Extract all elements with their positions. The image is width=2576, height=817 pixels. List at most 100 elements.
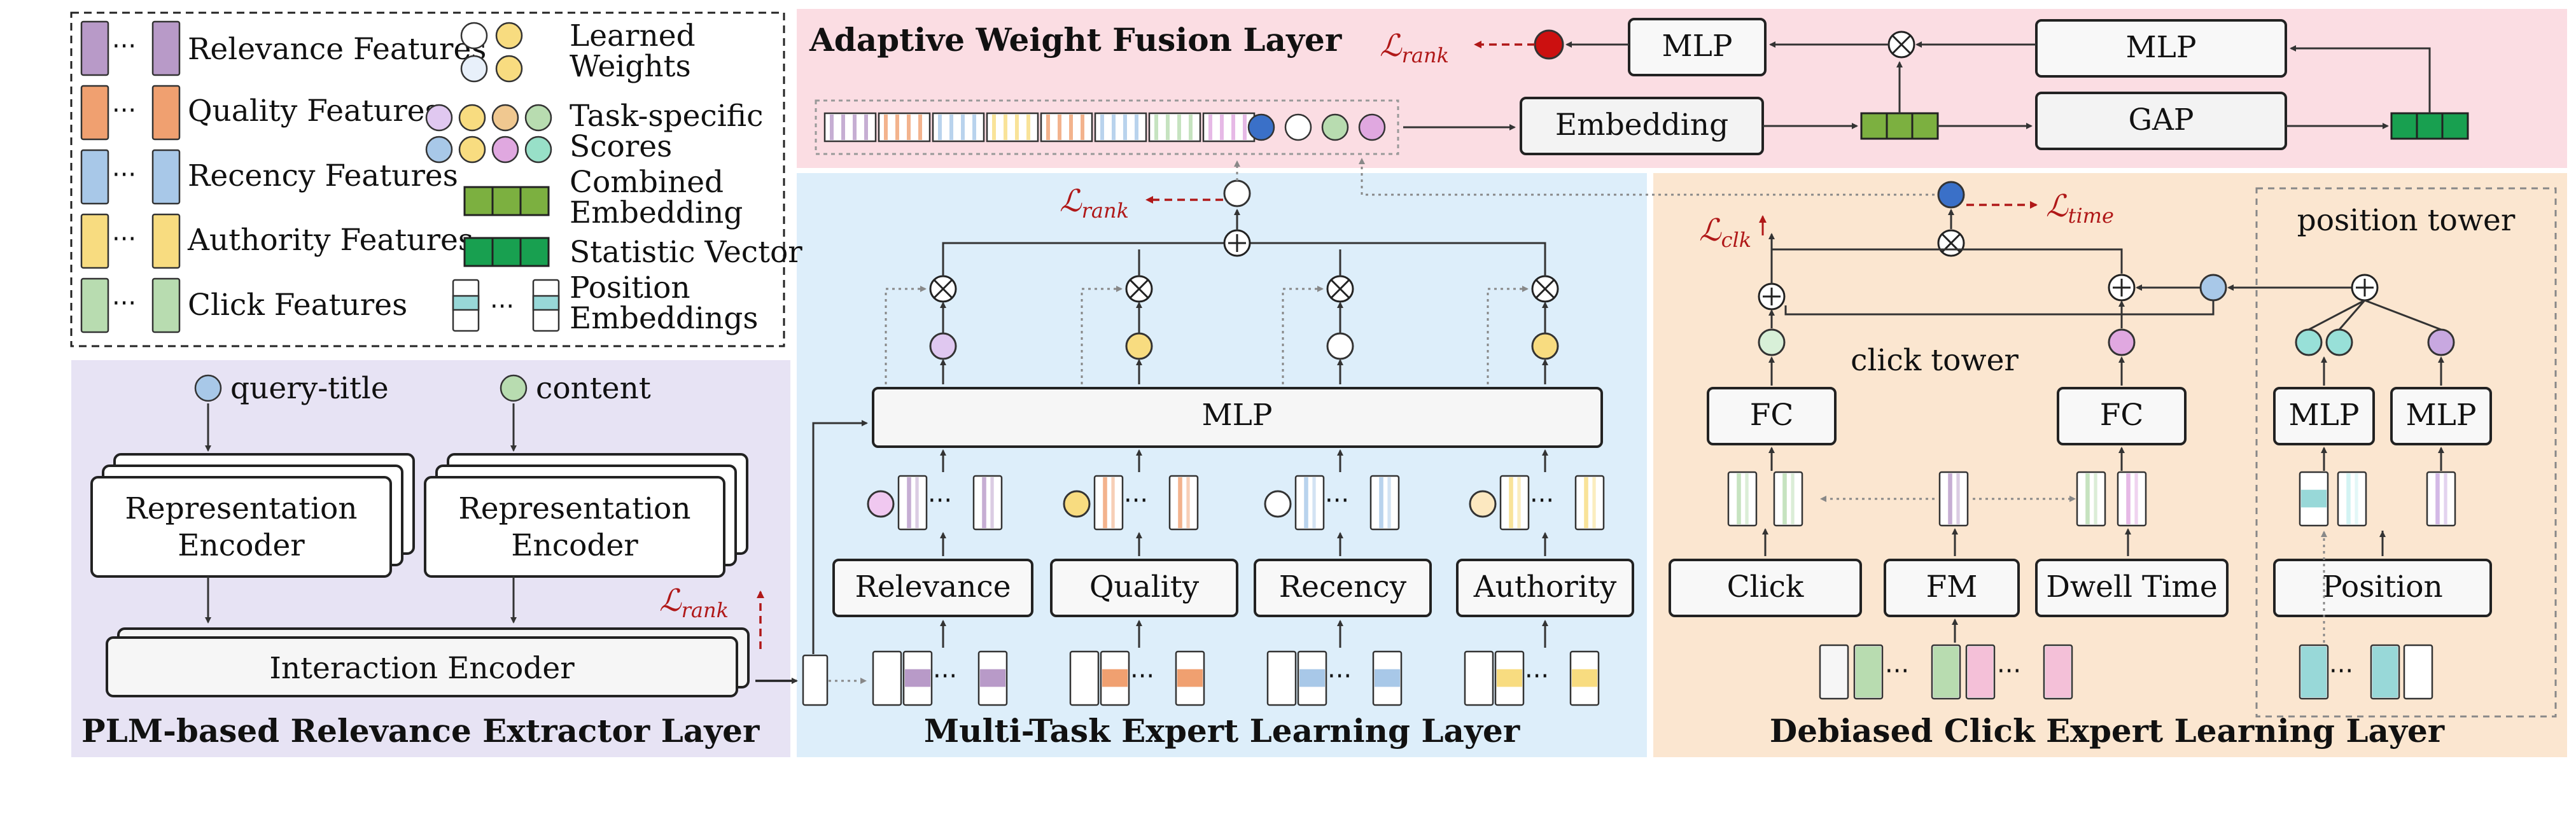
legend-position-embeddings-icon: ··· [452,279,560,332]
fusion-concatenated-features [823,112,1256,143]
dwell-tower-vector-2 [2117,471,2147,527]
click-tower-vector-1 [1727,471,1758,527]
legend-relevance-vector: ··· [80,20,181,76]
legend-learned-weights-label-1: Learned [570,18,696,53]
expert-weight-1 [867,490,895,518]
ellipsis: ··· [1327,662,1352,691]
expert-block-4 [1456,559,1634,617]
expert-block-1 [832,559,1033,617]
legend-recency-vector: ··· [80,149,181,205]
expert-embed-a-3 [1294,475,1325,531]
position-bias-score [2199,274,2227,302]
legend-position-embeddings-label-2: Embeddings [570,301,758,336]
ellipsis: ··· [112,96,136,125]
expert-input-feat-a-2 [1100,650,1130,706]
position-input-3 [2403,644,2433,700]
debias-layer-title: Debiased Click Expert Learning Layer [1770,712,2445,750]
ellipsis: ··· [1997,657,2021,686]
fusion-output-score [1534,29,1564,60]
expert-input-blank-4 [1464,650,1494,706]
expert-authority: Authority··· [1456,249,1634,648]
position-score-2 [2325,328,2353,356]
concat-feature-5 [1040,112,1093,143]
representation-encoder-right-line1: Representation [458,491,690,526]
concat-score-1 [1284,113,1312,141]
content-input-dot [500,374,528,402]
concat-time-score [1247,113,1275,141]
query-title-input-label: query-title [230,371,389,406]
ellipsis: ··· [1130,662,1154,691]
expert-input-blank-1 [872,650,902,706]
concat-feature-6 [1094,112,1147,143]
click-fc-label: FC [1750,398,1794,433]
ellipsis: ··· [1885,657,1909,686]
expert-input-feat-b-2 [1175,650,1205,706]
expert-input-1: ··· [872,650,1008,706]
multitask-mlp-label: MLP [1202,398,1273,433]
multitask-layer-title: Multi-Task Expert Learning Layer [924,712,1520,750]
position-mlp-vector-3 [2426,471,2456,527]
position-tower-box [2255,187,2557,718]
debias-tower-vectors [1727,471,2456,527]
fusion-multiply-icon [1887,31,1915,59]
interaction-encoder-label: Interaction Encoder [269,651,575,686]
position-mlp-vector-1 [2299,471,2329,527]
ellipsis: ··· [1530,486,1554,515]
fusion-mlp-right-label: MLP [2126,30,2197,65]
expert-quality: Quality··· [1050,249,1238,648]
representation-encoder-right-line2: Encoder [511,528,638,563]
position-mlp-left-block [2273,387,2375,445]
fusion-concat-box [815,99,1399,155]
expert-input-feat-a-4 [1494,650,1525,706]
expert-input-3: ··· [1266,650,1403,706]
ellipsis: ··· [112,160,136,190]
legend-learned-weights-label-2: Weights [570,49,691,84]
debias-input-vectors: ········· [1819,644,2433,700]
expert-multiply-icon-2 [1125,275,1153,303]
expert-input-feat-b-1 [977,650,1008,706]
legend-quality-vector: ··· [80,85,181,141]
legend-relevance-label: Relevance Features [188,32,486,67]
position-tower-label: position tower [2297,203,2516,238]
legend-statistic-vector-label: Statistic Vector [570,235,802,270]
position-block [2273,559,2492,617]
position-mlp-right-block [2390,387,2492,445]
position-score-3 [2427,328,2455,356]
expert-score-3 [1326,332,1354,360]
click-input-label: Click [1727,569,1804,604]
expert-input-feat-b-4 [1569,650,1600,706]
expert-input-vectors: ··· ··· ··· ··· [802,650,1600,706]
expert-input-2: ··· [1069,650,1205,706]
ellipsis: ··· [112,32,136,61]
multitask-sum-icon [1223,229,1251,257]
concat-feature-3 [932,112,985,143]
position-score-1 [2295,328,2323,356]
plm-output-vector [802,654,829,706]
legend-labels: Relevance Features Quality Features Rece… [187,18,802,336]
debias-time-score [1937,181,1965,209]
legend-statistic-vector-icon [463,237,550,267]
expert-input-feat-a-3 [1297,650,1327,706]
fusion-gap-block [2035,92,2287,150]
ellipsis: ··· [928,486,952,515]
expert-embed-a-2 [1093,475,1124,531]
position-mlp-left-label: MLP [2289,398,2360,433]
plm-loss-rank: ℒrank [659,583,729,622]
expert-embed-b-4 [1574,475,1605,531]
expert-embed-b-1 [972,475,1003,531]
expert-weight-2 [1063,490,1091,518]
expert-relevance: Relevance··· [832,249,1033,648]
expert-score-4 [1531,332,1559,360]
fm-label: FM [1926,569,1978,604]
ellipsis: ··· [1325,486,1349,515]
legend-recency-label: Recency Features [188,158,458,193]
expert-weight-4 [1469,490,1497,518]
dwell-time-block [2035,559,2229,617]
expert-embed-a-1 [897,475,928,531]
svg-text:···: ··· [490,292,514,321]
concat-feature-7 [1148,112,1201,143]
fusion-statistic-vector [2390,112,2469,140]
expert-multiply-icon-4 [1531,275,1559,303]
ellipsis: ··· [1525,662,1549,691]
